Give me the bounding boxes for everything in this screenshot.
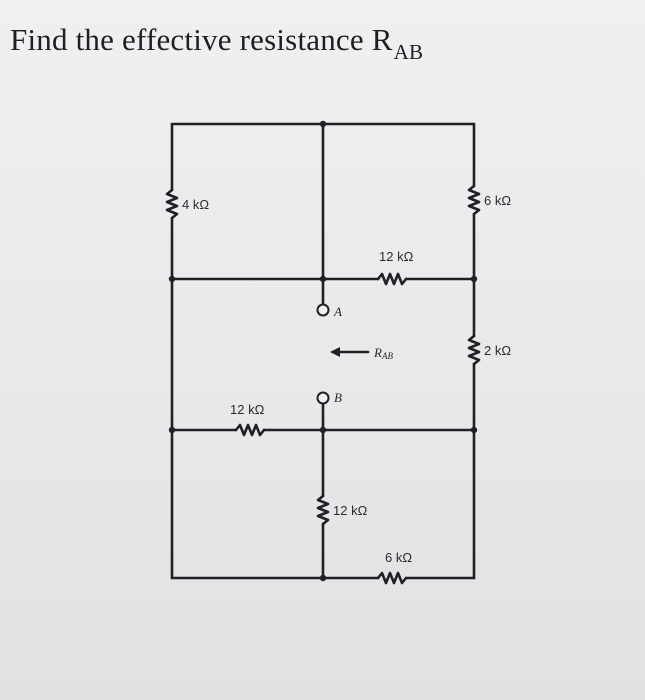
junction-dot	[319, 120, 327, 128]
label-6k-right: 6 kΩ	[484, 193, 511, 208]
label-12k-mid: 12 kΩ	[379, 249, 414, 264]
junction-dot	[470, 275, 478, 283]
junction-dot	[319, 574, 327, 582]
resistor-6k-symbol	[467, 184, 481, 216]
resistor-6k-bottom-symbol	[376, 571, 408, 585]
question-heading: Find the effective resistance RAB	[10, 22, 423, 64]
resistor-4k-symbol	[165, 188, 179, 220]
label-2k: 2 kΩ	[484, 343, 511, 358]
resistor-2k-symbol	[467, 334, 481, 366]
rab-arrow-head	[330, 347, 340, 357]
resistor-12k-center-symbol	[316, 494, 330, 526]
junction-dot	[470, 426, 478, 434]
label-6k-bottom: 6 kΩ	[385, 550, 412, 565]
terminal-a	[316, 303, 330, 317]
resistor-12k-mid-symbol	[376, 272, 408, 286]
junction-dot	[319, 426, 327, 434]
label-rab-sub: AB	[381, 351, 393, 361]
resistor-12k-left-symbol	[234, 423, 266, 437]
terminal-b	[316, 391, 330, 405]
label-12k-center: 12 kΩ	[333, 503, 368, 518]
label-terminal-a: A	[333, 304, 342, 319]
question-text: Find the effective resistance R	[10, 22, 393, 57]
label-4k: 4 kΩ	[182, 197, 209, 212]
junction-dot	[168, 275, 176, 283]
label-rab: RAB	[373, 345, 393, 361]
label-12k-left: 12 kΩ	[230, 402, 265, 417]
question-subscript: AB	[393, 40, 424, 64]
junction-dot	[168, 426, 176, 434]
label-rab-r: R	[373, 345, 382, 360]
junction-dot	[319, 275, 327, 283]
label-terminal-b: B	[334, 390, 342, 405]
